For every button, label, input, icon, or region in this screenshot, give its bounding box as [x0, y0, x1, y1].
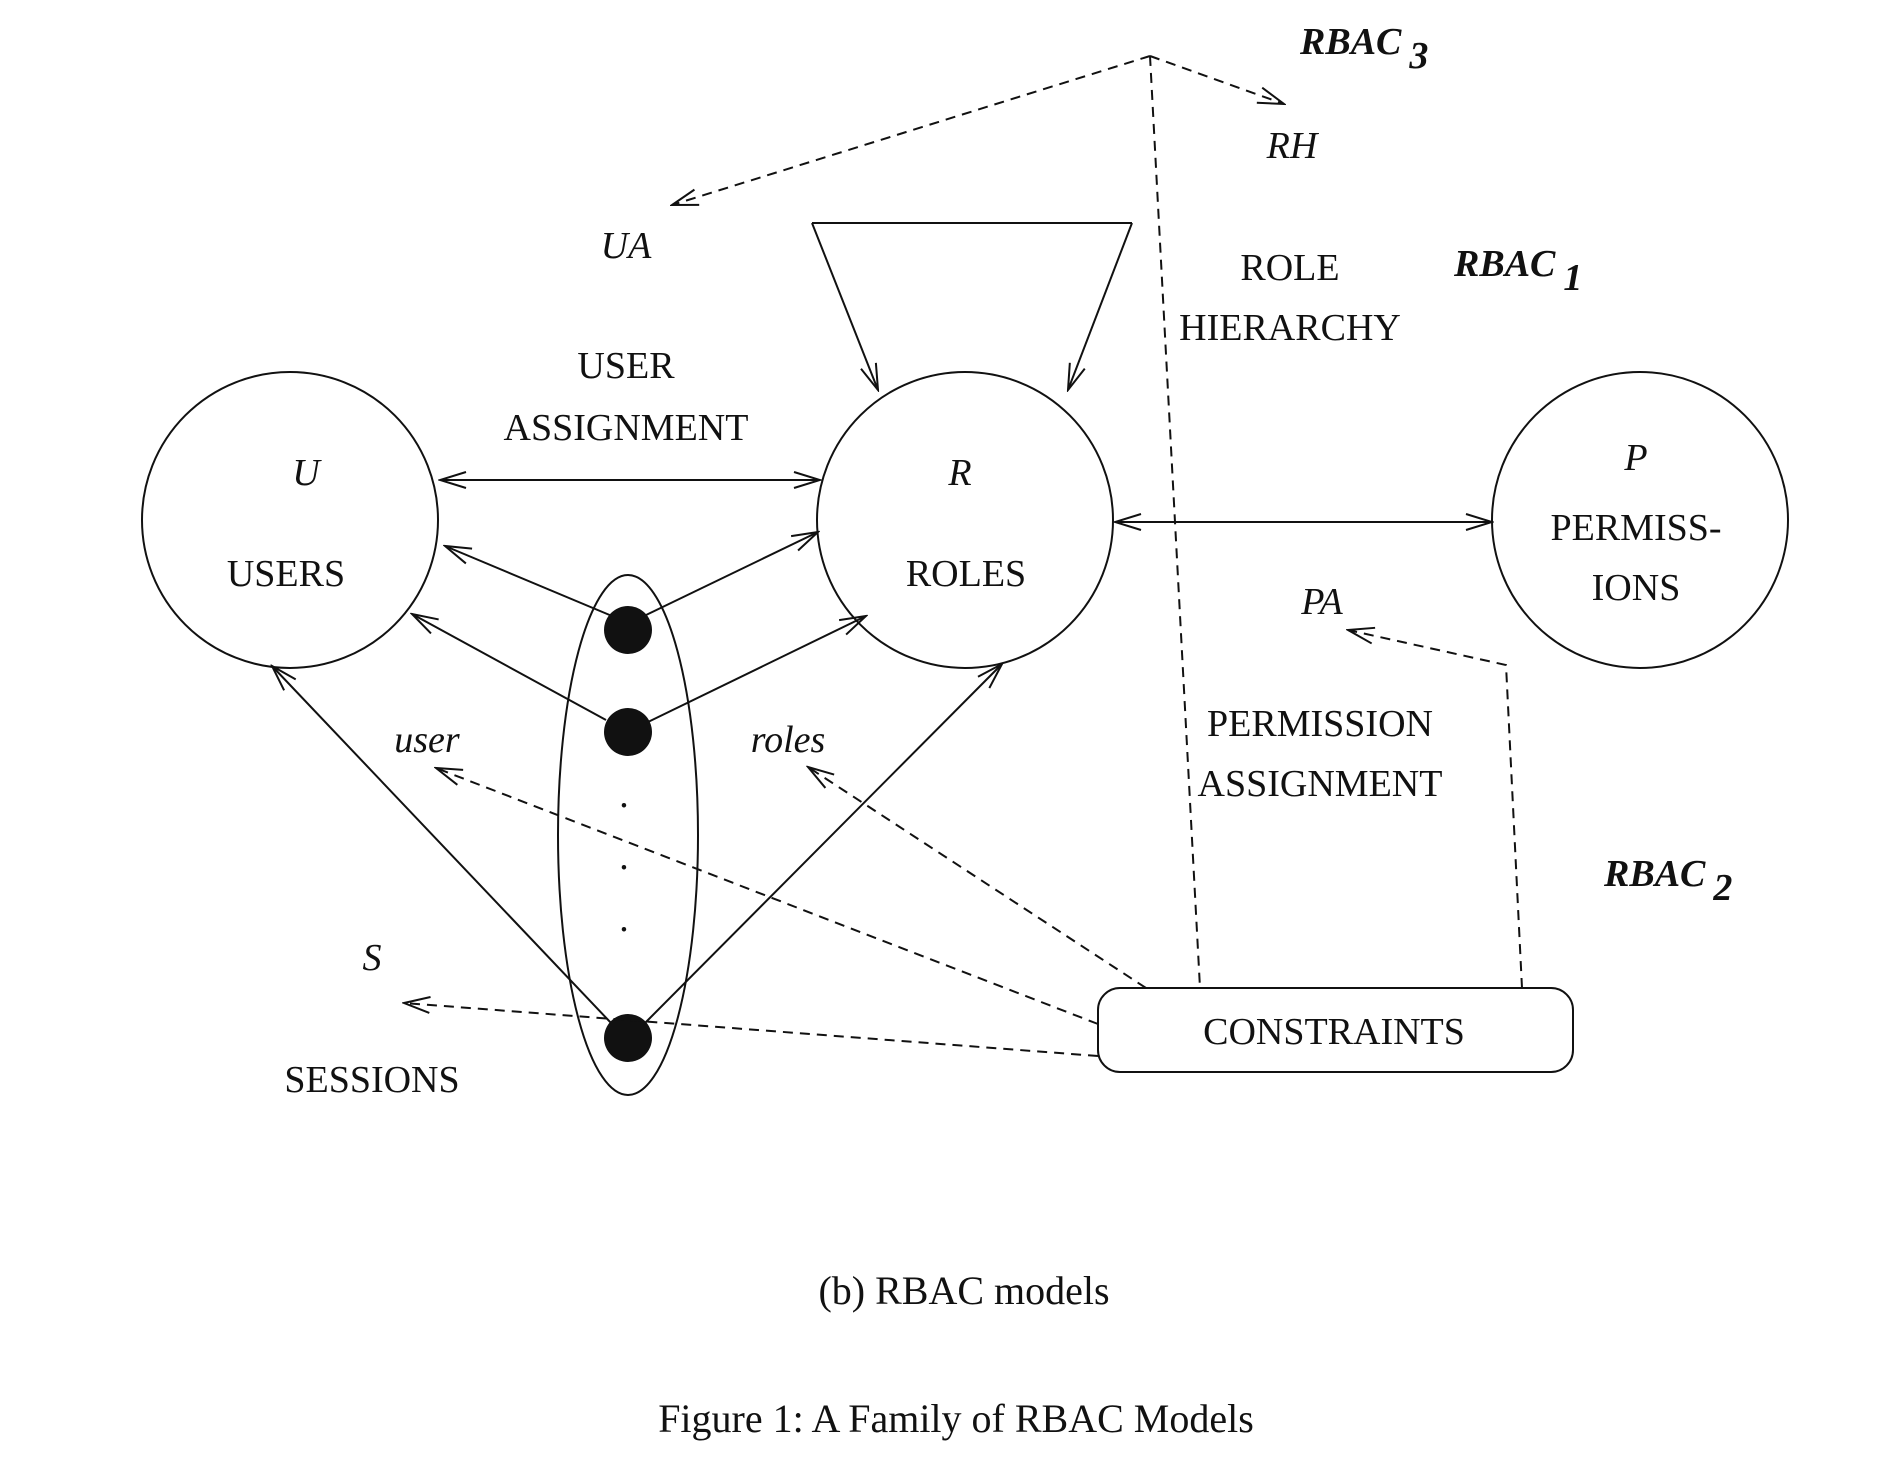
session-dot	[604, 606, 652, 654]
rbac3-constraints-dashed	[1149, 55, 1201, 989]
permissions-label-line1: PERMISS-	[1550, 507, 1721, 549]
constraints-box	[1097, 987, 1574, 1073]
permission-assignment-label-line1: PERMISSION	[1207, 703, 1433, 745]
rbac3-rh-dashed	[1149, 55, 1284, 104]
session-user-arrow	[412, 614, 607, 721]
rbac3-ua-dashed	[672, 55, 1151, 205]
users-symbol: U	[292, 452, 322, 494]
users-circle	[141, 371, 439, 669]
user-function-label: user	[394, 719, 460, 761]
constraints-label: CONSTRAINTS	[1203, 1011, 1465, 1053]
role-hierarchy-arrow-right	[1068, 222, 1133, 390]
session-ellipsis-dot: ·	[618, 847, 631, 889]
session-ellipsis-dot: ·	[618, 785, 631, 827]
sessions-ellipse	[557, 574, 699, 1096]
role-hierarchy-label-line2: HIERARCHY	[1179, 307, 1401, 349]
roles-function-label: roles	[751, 719, 826, 761]
users-label: USERS	[227, 553, 345, 595]
role-hierarchy-arrow-left	[811, 222, 878, 390]
rh-label: RH	[1266, 125, 1320, 167]
subfigure-caption: (b) RBAC models	[818, 1268, 1109, 1313]
session-role-arrow	[643, 532, 818, 617]
session-dot	[604, 1014, 652, 1062]
session-user-arrow	[445, 546, 613, 617]
session-user-arrow	[272, 666, 613, 1025]
pa-dashed-arrow	[1348, 630, 1523, 989]
sessions-label: SESSIONS	[284, 1059, 459, 1101]
constraints-sessions-dashed	[404, 1003, 1099, 1057]
role-hierarchy-label-line1: ROLE	[1240, 247, 1339, 289]
figure-caption: Figure 1: A Family of RBAC Models	[658, 1396, 1254, 1441]
permissions-label-line2: IONS	[1592, 567, 1681, 609]
permission-assignment-label-line2: ASSIGNMENT	[1198, 763, 1443, 805]
sessions-symbol: S	[363, 937, 382, 979]
roles-label: ROLES	[906, 553, 1026, 595]
constraints-user-dashed	[436, 768, 1099, 1025]
session-role-arrow	[643, 664, 1002, 1025]
permissions-symbol: P	[1623, 437, 1647, 479]
roles-circle	[816, 371, 1114, 669]
constraints-roles-dashed	[808, 767, 1147, 989]
session-role-arrow	[647, 616, 866, 723]
pa-label: PA	[1300, 581, 1343, 623]
session-ellipsis-dot: ·	[618, 909, 631, 951]
roles-symbol: R	[947, 452, 971, 494]
ua-label: UA	[601, 225, 652, 267]
user-assignment-label-line1: USER	[577, 345, 675, 387]
session-dot	[604, 708, 652, 756]
user-assignment-label-line2: ASSIGNMENT	[504, 407, 749, 449]
